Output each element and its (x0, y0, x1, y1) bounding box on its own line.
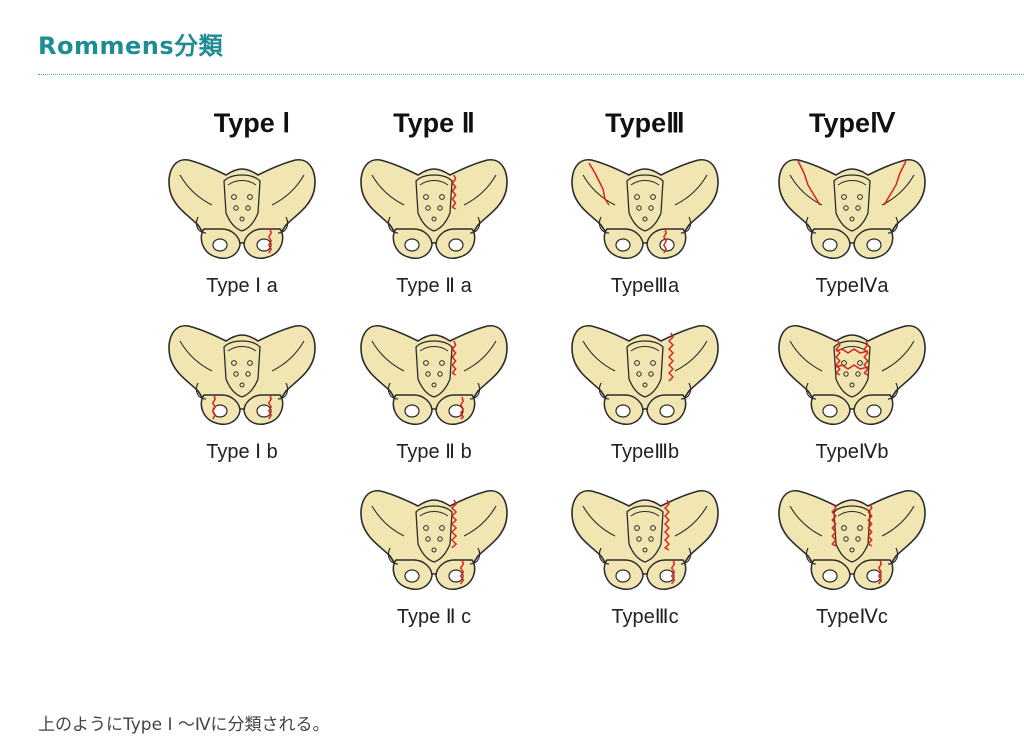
subtype-label: Type Ⅱ b (396, 441, 472, 463)
fracture-line (668, 332, 674, 382)
pelvis-illustration (778, 490, 926, 590)
subtype-label: Type Ⅰ b (206, 441, 278, 463)
subtype-label: TypeⅢc (611, 606, 679, 628)
pelvis-illustration (168, 159, 316, 259)
body-text: 上のようにType Ⅰ ～Ⅳに分類される。 (38, 715, 330, 735)
fracture-line (460, 396, 464, 420)
fracture-line (451, 499, 457, 549)
fracture-line (663, 228, 667, 254)
fracture-line (451, 174, 457, 210)
fracture-line (878, 559, 882, 585)
subtype-label: TypeⅣa (815, 275, 889, 297)
subtype-label: Type Ⅱ c (396, 606, 472, 628)
pelvis-illustration (360, 159, 508, 259)
column-title-type-2: Type Ⅱ (393, 108, 475, 138)
fracture-line (883, 160, 907, 206)
fracture-line (670, 559, 676, 585)
fracture-line (863, 340, 869, 376)
subtype-label: TypeⅢa (610, 275, 680, 297)
fracture-line (268, 394, 272, 420)
fracture-line (835, 340, 841, 376)
fracture-line (268, 228, 272, 254)
pelvis-illustration (778, 325, 926, 425)
section-heading: Rommens分類 (38, 32, 224, 60)
fracture-line (459, 559, 465, 585)
subtype-label: TypeⅣb (815, 441, 889, 463)
subtype-label: TypeⅢb (610, 441, 680, 463)
fracture-line (212, 394, 216, 420)
pelvis-illustration (778, 159, 926, 259)
fracture-line (664, 499, 670, 551)
fracture-line (831, 503, 837, 547)
pelvis-illustration (571, 159, 719, 259)
pelvis-illustration (168, 325, 316, 425)
fracture-line (867, 503, 873, 547)
column-title-type-1: Type Ⅰ (213, 108, 291, 138)
heading-divider (38, 74, 1024, 75)
fracture-line (797, 160, 821, 206)
subtype-label: TypeⅣc (816, 606, 888, 628)
fracture-line (835, 364, 869, 370)
pelvis-illustration (360, 490, 508, 590)
pelvis-illustration (360, 325, 508, 425)
column-title-type-4: TypeⅣ (809, 108, 895, 138)
fracture-line (451, 340, 457, 376)
fracture-line (588, 162, 610, 206)
pelvis-illustration (571, 325, 719, 425)
column-title-type-3: TypeⅢ (605, 108, 685, 138)
subtype-label: Type Ⅰ a (206, 275, 278, 297)
pelvis-illustration (571, 490, 719, 590)
fracture-line (835, 348, 869, 354)
subtype-label: Type Ⅱ a (396, 275, 472, 297)
